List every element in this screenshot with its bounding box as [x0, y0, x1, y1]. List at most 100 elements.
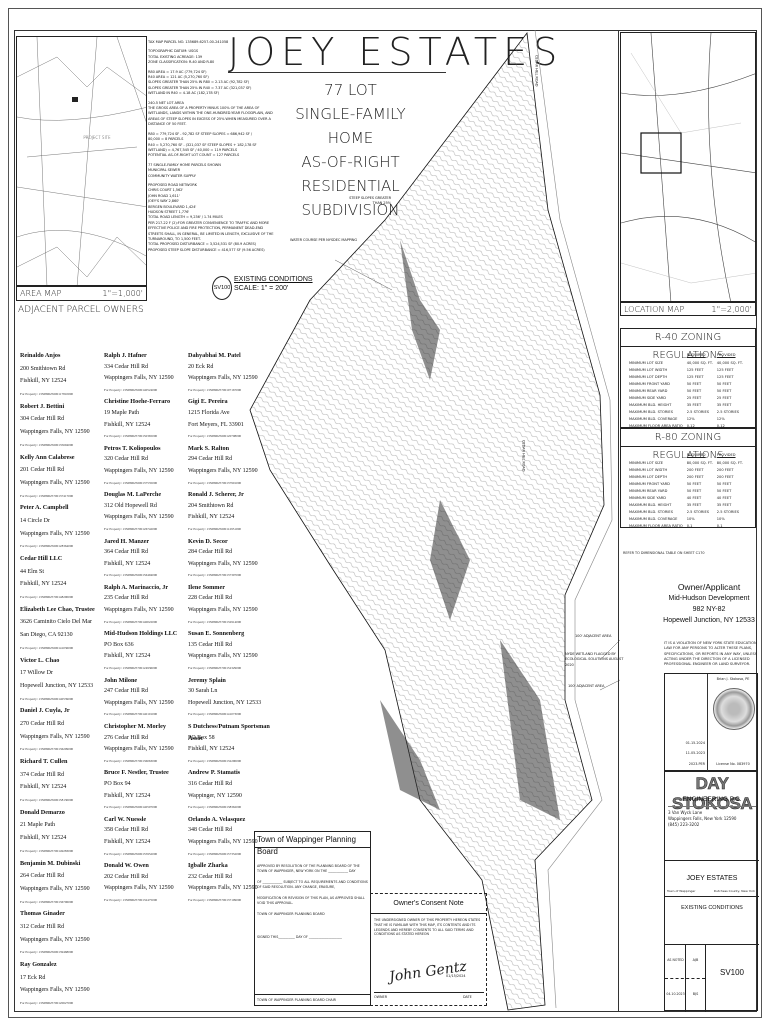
owner-address: 312 Old Hopewell Rd [104, 502, 157, 509]
owner-name: Victor L. Chao [20, 656, 60, 664]
parcel-owners-title: ADJACENT PARCEL OWNERS [18, 305, 144, 315]
zoning-cell: 2.5 STORIES [716, 509, 740, 514]
owner-name: Douglas M. LaPerche [104, 491, 162, 499]
note-line: 77 SINGLE-FAMILY HOME PARCELS SHOWN [148, 162, 221, 167]
owner-property-id: For Property: 135689625600141036000 [20, 645, 74, 650]
zoning-cell: 0.12 [686, 423, 695, 428]
owner-name: Carl W. Nuessle [104, 815, 147, 823]
owner-address: PO Box 636 [104, 641, 134, 648]
owner-address: 30 Sarah Ln [188, 688, 218, 695]
note-line: SLOPES GREATER THAN 25% IN R80 = 2.13 AC… [148, 80, 250, 85]
owner-property-id: For Property: 135689625700137901000 [188, 480, 242, 485]
area-map-label: AREA MAP [20, 289, 62, 298]
owner-city: Wappingers Falls, NY 12590 [188, 838, 258, 845]
owner-property-id: For Property: 135689625700137417000 [20, 493, 74, 498]
cedar-hill-road [534, 29, 613, 1009]
owner-city: Hopewell Junction, NY 12533 [663, 617, 755, 624]
owner-address: PO Box 58 [188, 734, 215, 741]
owner-name: Jared H. Manzer [104, 537, 150, 545]
owner-property-id: For Property: 135689625600132290000 [188, 758, 242, 763]
zoning-cell: 50 FEET [716, 381, 732, 386]
adjacent-area-label-2: 100' ADJACENT AREA [568, 684, 605, 688]
owner-property-id: For Property: 135689625700150365000 [104, 434, 158, 439]
consent-text: THE UNDERSIGNED OWNER OF THIS PROPERTY H… [374, 918, 481, 937]
owner-city: Fishkill, NY 12524 [188, 746, 235, 753]
firm-sub: ENGINEERING P.C. [682, 796, 742, 803]
owner-city: Fishkill, NY 12524 [188, 514, 235, 521]
owner-name: Donald Demarzo [20, 808, 65, 816]
owner-city: Wappingers Falls, NY 12590 [104, 699, 174, 706]
seal-block: Brian J. Stokosa, PE 01.15.2024 11.05.20… [664, 673, 758, 772]
zoning-cell: 50 FEET [686, 381, 702, 386]
owner-name: Mark S. Ralton [188, 444, 230, 452]
consent-title: Owner's Consent Note [371, 894, 486, 914]
note-parcels: R80 = 779,724 SF - 92,782 SF STEEP SLOPE… [148, 132, 298, 159]
owner-city: Wappingers Falls, NY 12590 [188, 653, 258, 660]
zoning-cell: 50 FEET [716, 481, 732, 486]
owner-name: Gigi E. Pereira [188, 398, 228, 406]
owner-name: Thomas Ginader [20, 910, 65, 918]
location-map-label-bar: LOCATION MAP 1"=2,000' [620, 302, 756, 316]
pe-seal-icon [713, 688, 755, 730]
owner-name: Petros T. Koliopoulos [104, 444, 161, 452]
owner-name: Donald W. Owen [104, 862, 149, 870]
note-line: POTENTIAL AS-OF-RIGHT LOT COUNT = 127 PA… [148, 153, 240, 158]
note-line: AREAS OF STEEP SLOPES IN EXCESS OF 25% W… [148, 116, 271, 121]
owner-property-id: For Property: 135689625700126742000 [104, 526, 158, 531]
owner-name: Ronald J. Scherer, Jr [188, 491, 244, 499]
owner-property-id: For Property: 135689625600155952000 [104, 851, 158, 856]
note-line: WETLANDS, LANDS WITHIN THE ONE-HUNDRED-Y… [148, 111, 273, 116]
owner-name: Jeremy Splain [188, 676, 226, 684]
owner-address: 374 Cedar Hill Rd [20, 771, 65, 778]
owner-name: Daniel J. Cuyla, Jr [20, 707, 70, 715]
note-line: DISTANCE OF 50 FEET. [148, 122, 187, 127]
owner-address: 235 Cedar Hill Rd [104, 595, 149, 602]
planning-board-line: TOWN OF WAPPINGER PLANNING BOARD [257, 912, 325, 916]
location-map-scale: 1"=2,000' [711, 305, 752, 314]
owner-address: 44 Elm St [20, 568, 45, 575]
project-county: Dutchess County, New York [713, 889, 755, 893]
owner-address: 247 Cedar Hill Rd [104, 688, 149, 695]
note-line: 80,000 = 8 PARCELS [148, 137, 184, 142]
owner-city: Fishkill, NY 12524 [20, 784, 67, 791]
owner-property-id: For Property: 135689625700107167000 [188, 387, 242, 392]
owner-property-id: For Property: 135689625700149283000 [20, 848, 74, 853]
owner-city: Wappingers Falls, NY 12590 [104, 885, 174, 892]
zoning-cell: MINIMUM LOT SIZE [629, 460, 663, 465]
zoning-cell: 40 FEET [716, 495, 732, 500]
note-line: COMMUNITY WATER SUPPLY [148, 173, 196, 178]
owner-block: Owner/Applicant Mid-Hudson Development 9… [660, 582, 758, 626]
owner-property-id: For Property: 135689625700136063000 [104, 758, 158, 763]
zoning-header: PROVIDED [716, 452, 736, 457]
planning-board-line: MODIFICATION OR REVISION OF THIS PLAN, A… [257, 896, 365, 905]
planning-board-line: SIGNED THIS__________ DAY OF ___________… [257, 935, 342, 939]
location-map-label: LOCATION MAP [624, 305, 685, 314]
road-label-2: CEDAR HILL ROAD [521, 440, 526, 472]
zoning-cell: 200 FEET [686, 467, 704, 472]
owner-address: 20 Eck Rd [188, 363, 214, 370]
owner-property-id: For Property: 135689625700152329000 [188, 666, 242, 671]
owner-city: Wappingers Falls, NY 12590 [20, 429, 90, 436]
zoning-cell: MINIMUM SIDE YARD [629, 495, 667, 500]
note-line: CHRIS COURT 1,562' [148, 188, 184, 193]
owner-property-id: For Property: 135689625600138362000 [188, 805, 242, 810]
